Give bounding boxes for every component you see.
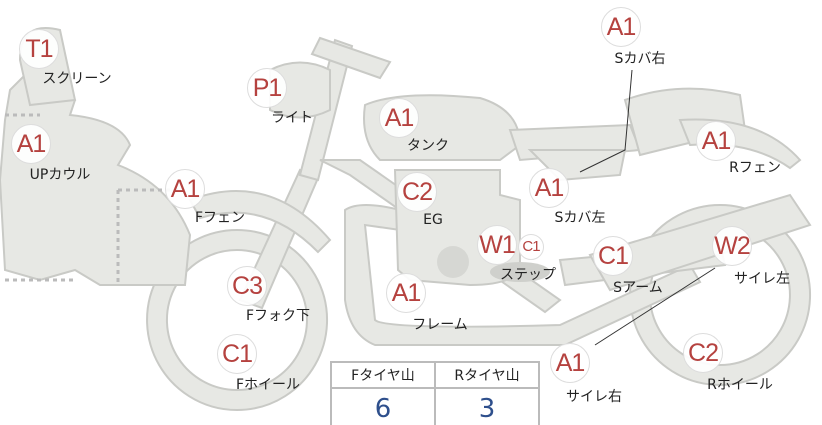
part-label: サイレ左 bbox=[734, 271, 790, 287]
part-label: Fホイール bbox=[235, 377, 301, 393]
damage-marker[interactable]: T1 bbox=[19, 29, 59, 69]
part-label: Sアーム bbox=[613, 280, 663, 296]
damage-marker[interactable]: A1 bbox=[386, 273, 426, 313]
damage-marker[interactable]: A1 bbox=[379, 98, 419, 138]
damage-marker[interactable]: W1 bbox=[477, 225, 517, 265]
part-label: ライト bbox=[271, 110, 313, 126]
damage-marker[interactable]: P1 bbox=[247, 68, 287, 108]
damage-marker[interactable]: A1 bbox=[601, 7, 641, 47]
part-label: タンク bbox=[407, 138, 449, 154]
damage-marker[interactable]: A1 bbox=[696, 121, 736, 161]
part-label: ステップ bbox=[500, 267, 556, 283]
upper-cowl bbox=[0, 58, 192, 286]
part-label: UPカウル bbox=[29, 167, 91, 183]
damage-marker[interactable]: C1 bbox=[518, 234, 544, 260]
damage-marker[interactable]: W2 bbox=[712, 226, 752, 266]
rear-tire-tread-value: 3 bbox=[434, 387, 540, 425]
damage-marker[interactable]: A1 bbox=[550, 343, 590, 383]
damage-marker[interactable]: C2 bbox=[683, 333, 723, 373]
part-label: スクリーン bbox=[42, 71, 112, 87]
headlight bbox=[269, 61, 331, 119]
part-label: Rホイール bbox=[707, 377, 773, 393]
rear-tire-tread-header: Rタイヤ山 bbox=[434, 361, 540, 389]
part-label: EG bbox=[423, 212, 443, 228]
part-label: Sカバ右 bbox=[614, 51, 666, 67]
part-label: サイレ右 bbox=[566, 389, 622, 405]
damage-marker[interactable]: A1 bbox=[11, 124, 51, 164]
tire-tread-table: Fタイヤ山 Rタイヤ山 6 3 bbox=[330, 361, 540, 425]
muffler bbox=[588, 193, 812, 292]
damage-marker[interactable]: C2 bbox=[397, 172, 437, 212]
front-tire-tread-header: Fタイヤ山 bbox=[330, 361, 436, 389]
damage-marker[interactable]: C1 bbox=[217, 334, 257, 374]
damage-marker[interactable]: A1 bbox=[165, 169, 205, 209]
damage-marker[interactable]: A1 bbox=[529, 168, 569, 208]
damage-marker[interactable]: C3 bbox=[227, 266, 267, 306]
part-label: Sカバ左 bbox=[554, 210, 606, 226]
part-label: Fフォク下 bbox=[245, 308, 311, 324]
part-label: Rフェン bbox=[729, 160, 781, 176]
front-tire-tread-value: 6 bbox=[330, 387, 436, 425]
front-fender bbox=[188, 190, 332, 254]
part-label: Fフェン bbox=[194, 210, 246, 226]
damage-marker[interactable]: C1 bbox=[593, 236, 633, 276]
part-label: フレーム bbox=[412, 317, 468, 333]
